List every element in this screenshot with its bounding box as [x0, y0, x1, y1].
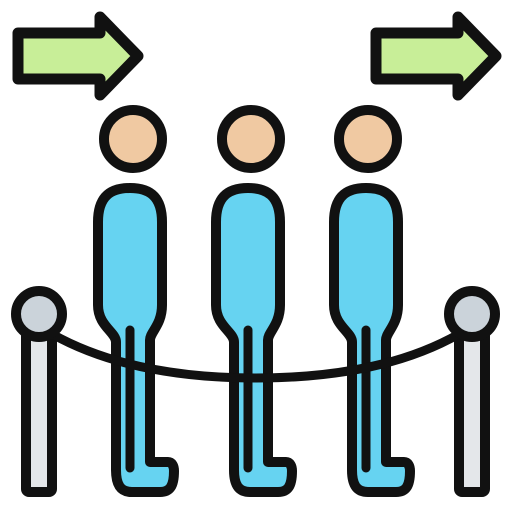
person-2: [211, 105, 297, 497]
arrow-right-icon-right: [370, 11, 502, 101]
stanchion-post-right: [454, 325, 490, 497]
stanchion-post-left: [21, 325, 57, 497]
stanchion-knob-right: [444, 286, 500, 342]
person-3: [329, 105, 415, 497]
stanchion-knob-left: [11, 286, 67, 342]
person-1: [93, 105, 179, 497]
rope: [47, 329, 464, 383]
arrow-right-icon-left: [12, 11, 144, 101]
